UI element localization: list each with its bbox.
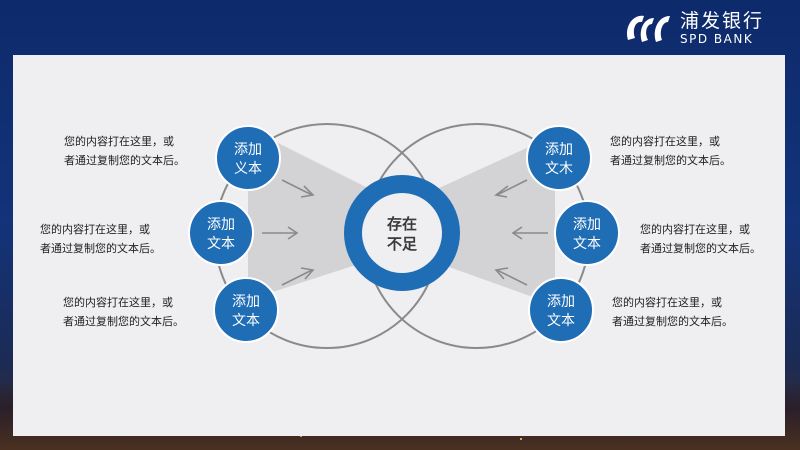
svg-text:添加: 添加	[207, 217, 235, 233]
left-item-3-circle[interactable]: 添加 文本	[213, 277, 279, 343]
logo-name-cn: 浦发银行	[680, 10, 765, 32]
svg-text:文本: 文本	[573, 236, 601, 252]
right-item-2-desc: 您的内容打在这里，或 者通过复制您的文本后。	[640, 223, 761, 255]
bank-logo: 浦发银行 SPD BANK	[622, 8, 764, 48]
right-item-3-circle[interactable]: 添加 文本	[528, 277, 594, 343]
right-arrows	[494, 179, 548, 286]
center-label-line2: 不足	[387, 235, 418, 253]
spd-logo-icon	[626, 15, 670, 42]
svg-text:义本: 义本	[234, 161, 262, 177]
svg-text:添加: 添加	[232, 294, 260, 310]
left-item-2-circle[interactable]: 添加 文本	[188, 200, 254, 266]
left-arrows	[262, 179, 315, 286]
svg-text:添加: 添加	[547, 294, 575, 310]
svg-text:文木: 文木	[545, 161, 573, 177]
center-label-line1: 存在	[387, 215, 417, 233]
center-inner-circle	[362, 193, 442, 273]
left-item-1-circle[interactable]: 添加 义本	[215, 125, 281, 191]
right-item-1-desc: 您的内容打在这里，或 者通过复制您的文本后。	[610, 135, 731, 167]
svg-text:文本: 文本	[547, 313, 575, 329]
svg-text:文本: 文本	[232, 313, 260, 329]
svg-text:添加: 添加	[545, 142, 573, 158]
left-item-1-desc: 您的内容打在这里，或 者通过复制您的文本后。	[64, 135, 185, 167]
svg-text:文本: 文本	[207, 236, 235, 252]
right-item-1-circle[interactable]: 添加 文木	[526, 125, 592, 191]
left-item-3-desc: 您的内容打在这里，或 者通过复制您的文本后。	[63, 296, 184, 328]
right-item-2-circle[interactable]: 添加 文本	[554, 200, 620, 266]
logo-name-en: SPD BANK	[680, 32, 754, 46]
svg-text:添加: 添加	[573, 217, 601, 233]
right-item-3-desc: 您的内容打在这里，或 者通过复制您的文本后。	[612, 296, 733, 328]
svg-text:添加: 添加	[234, 142, 262, 158]
left-item-2-desc: 您的内容打在这里，或 者通过复制您的文本后。	[40, 223, 161, 255]
